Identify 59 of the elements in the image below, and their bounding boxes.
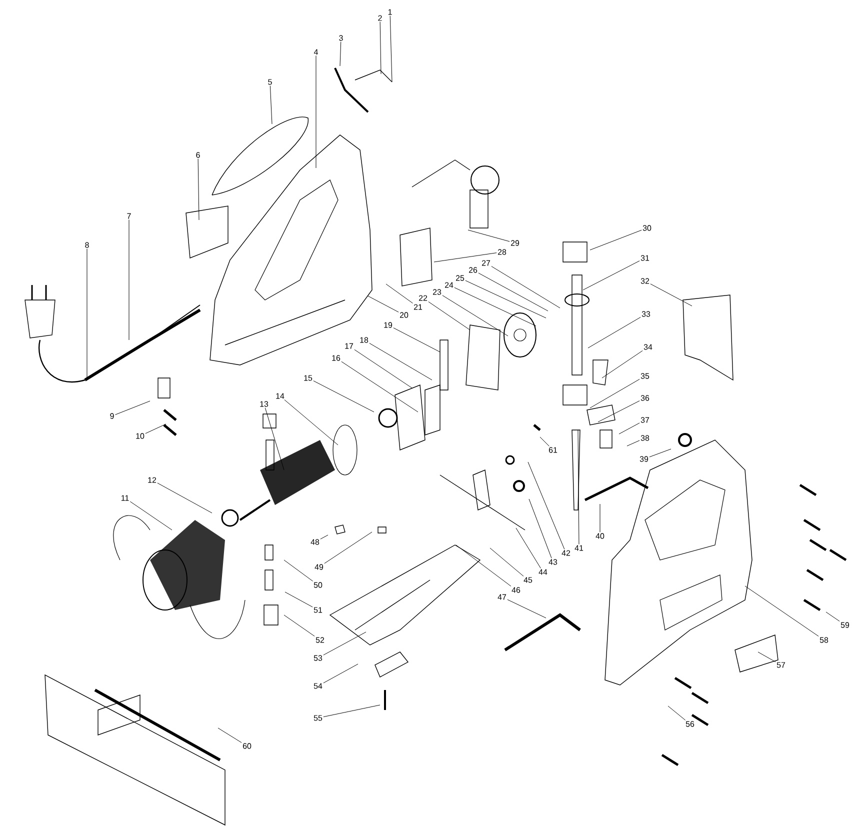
leader-line [626,440,640,446]
leader-line [826,612,840,622]
leader-line [323,704,380,718]
leader-line [341,361,418,412]
leader-line [491,266,560,308]
leader-line [590,378,640,408]
leader-line [540,436,550,446]
leader-line [198,158,200,220]
leader-line [284,560,314,582]
leader-line [468,230,510,242]
leader-line [528,462,565,550]
leader-line [478,272,548,312]
leader-line [588,316,641,348]
leader-line [668,706,686,720]
leader-line [157,482,212,514]
leader-line [454,287,536,326]
leader-line [86,248,88,378]
leader-line [590,230,642,250]
leader-line [434,252,497,262]
leader-line [490,548,524,576]
leader-line [618,422,640,434]
leader-line [313,380,374,412]
leader-line [578,430,580,544]
leader-line [128,219,130,340]
leader-line [649,448,672,458]
leader-line [602,350,643,378]
leader-line [284,614,315,636]
leader-line [380,22,382,74]
leader-line [758,652,776,662]
leader-line [284,592,313,608]
leader-line [456,544,512,586]
leader-line [516,528,541,568]
leader-line [320,534,328,540]
leader-line [218,728,242,743]
leader-line [264,408,284,470]
leader-line [393,328,440,352]
leader-line [340,42,342,66]
leader-line [284,399,338,446]
leader-line [650,284,692,306]
leader-line [428,301,470,330]
leader-line [507,599,546,618]
leader-line [744,586,819,637]
leader-line [145,424,166,434]
leader-line [114,400,150,415]
leader-line [323,632,366,656]
leader-line [582,260,640,290]
leader-line [386,284,413,304]
leader-line [324,532,372,564]
leader-line [323,664,358,684]
leader-line [528,498,552,558]
leader-line [442,295,508,336]
leader-line [465,280,546,318]
leader-line [390,16,392,82]
leader-line [598,400,640,422]
leader-line [270,86,272,124]
leader-line [369,342,432,380]
leader-line [354,349,412,388]
leader-line [130,501,172,530]
leader-line [368,296,399,312]
